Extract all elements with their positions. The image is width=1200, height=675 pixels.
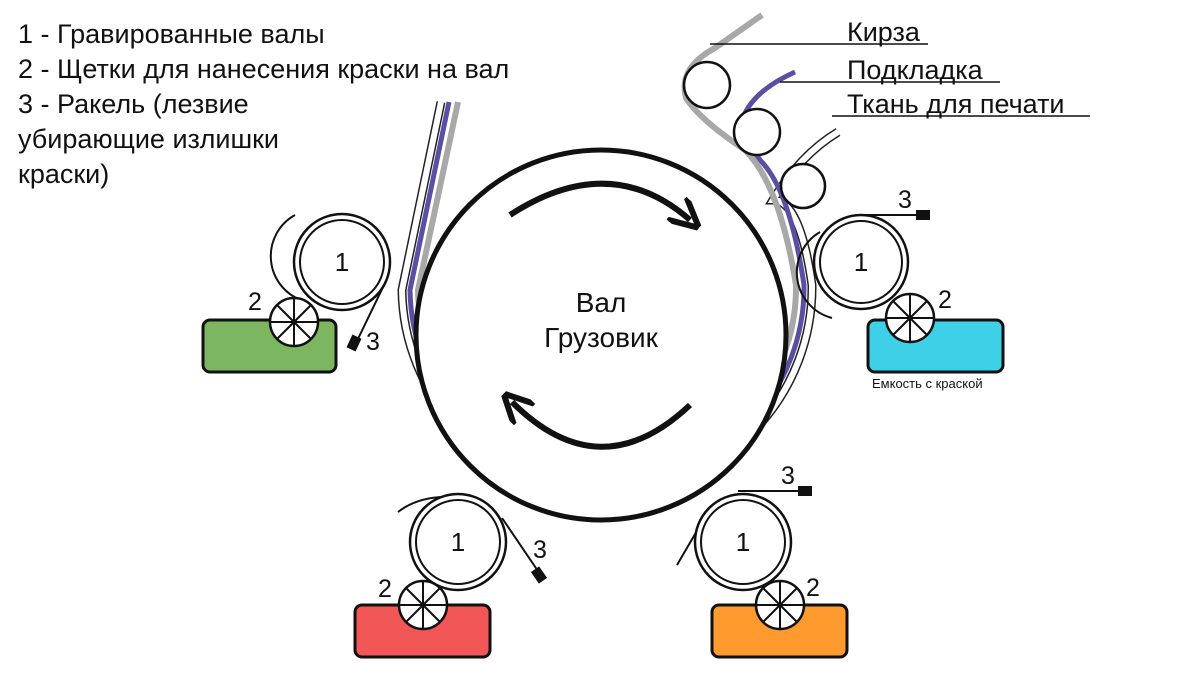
drum-label: Вал <box>576 287 627 318</box>
brush-number: 2 <box>938 286 952 314</box>
layer-label-kirza: Кирза <box>847 17 921 47</box>
doctor-blade <box>355 282 386 344</box>
legend-item-doctor-blade-end: краски) <box>18 159 109 189</box>
doctor-blade-number: 3 <box>781 462 795 490</box>
doctor-blade-tip <box>530 566 548 584</box>
engraved-roll-number: 1 <box>335 247 349 277</box>
print-station-orange: 1 2 3 <box>676 462 849 659</box>
legend-item-doctor-blade: 3 - Ракель (лезвие <box>18 89 249 119</box>
doctor-blade-tip <box>916 210 930 220</box>
guide-roller <box>779 162 827 210</box>
print-station-red: 1 2 3 <box>353 492 548 659</box>
legend: 1 - Гравированные валы 2 - Щетки для нан… <box>18 19 509 189</box>
legend-item-brushes: 2 - Щетки для нанесения краски на вал <box>18 54 509 84</box>
brush-number: 2 <box>806 574 820 602</box>
doctor-blade-tip <box>798 486 812 496</box>
doctor-blade-number: 3 <box>366 328 380 356</box>
engraved-roll-number: 1 <box>736 527 750 557</box>
rotation-arrow-bottom-icon <box>512 402 693 450</box>
print-station-cyan: 1 2 3 Емкость с краской <box>795 186 1005 391</box>
layer-label-podkladka: Подкладка <box>847 55 984 85</box>
legend-item-engraved-rolls: 1 - Гравированные валы <box>18 19 325 49</box>
guide-rollers <box>682 60 827 210</box>
brush-number: 2 <box>248 288 262 316</box>
layer-labels: Кирза Подкладка Ткань для печати <box>710 17 1090 119</box>
engraved-roll-number: 1 <box>854 247 868 277</box>
doctor-blade <box>501 517 541 575</box>
central-drum <box>413 147 789 523</box>
guide-roller <box>732 107 782 157</box>
guide-roller <box>682 60 732 110</box>
doctor-blade-number: 3 <box>533 536 547 564</box>
brush-icon <box>754 579 806 631</box>
brush-icon <box>397 579 449 631</box>
drum-label-secondary: Грузовик <box>544 322 658 353</box>
doctor-blade-number: 3 <box>898 186 912 214</box>
doctor-blade-tip <box>346 334 362 352</box>
legend-item-doctor-blade-cont: убирающие излишки <box>18 124 279 154</box>
engraved-roll-number: 1 <box>451 527 465 557</box>
layer-label-tkan: Ткань для печати <box>847 89 1065 119</box>
print-station-green: 1 2 3 <box>201 212 392 374</box>
brush-icon <box>268 296 320 348</box>
ink-tank-caption: Емкость с краской <box>872 376 983 391</box>
rotation-arrow-top-icon <box>508 180 690 220</box>
brush-icon <box>884 292 936 344</box>
brush-number: 2 <box>378 575 392 603</box>
